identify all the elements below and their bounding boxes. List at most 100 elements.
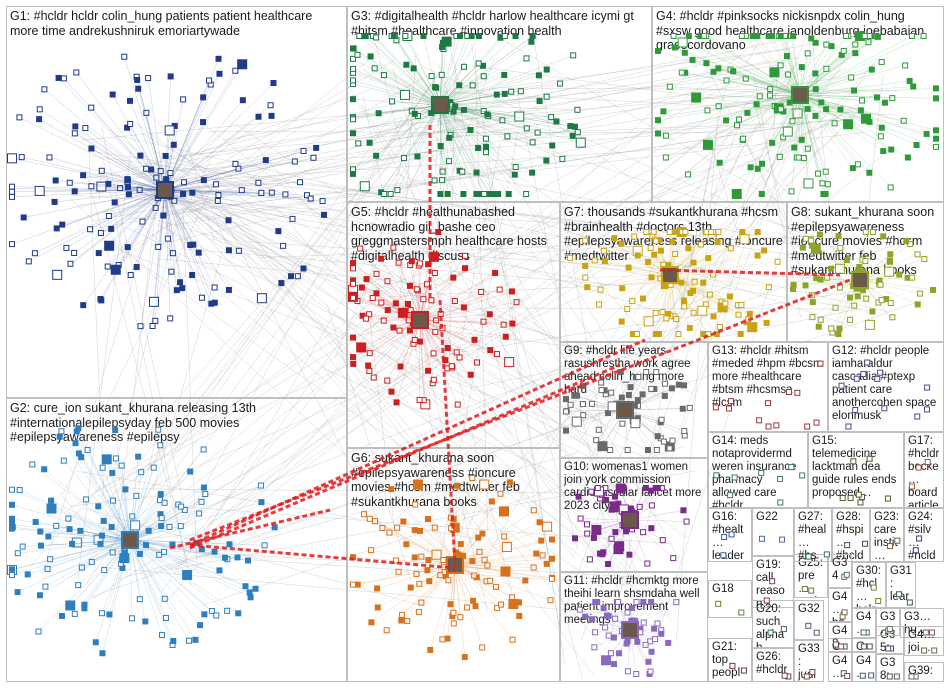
edge (365, 35, 441, 106)
node (639, 295, 646, 302)
edge (799, 52, 856, 96)
edge (129, 539, 226, 558)
node (802, 282, 809, 289)
node (715, 600, 722, 607)
node (640, 619, 647, 626)
edge (587, 274, 671, 288)
edge (352, 289, 421, 321)
node (415, 609, 422, 616)
node (878, 124, 885, 131)
node (97, 229, 104, 236)
node (100, 517, 107, 524)
node (731, 474, 738, 481)
edge (733, 71, 801, 96)
node (475, 144, 482, 151)
node (493, 351, 500, 358)
node (643, 369, 650, 375)
group-label-g18: G18 (712, 583, 734, 595)
node (758, 535, 765, 542)
edge (164, 189, 262, 194)
edge (129, 539, 230, 545)
node (9, 572, 15, 579)
node (808, 35, 815, 42)
edge (352, 104, 441, 118)
node (148, 296, 159, 307)
edge (352, 104, 441, 120)
edge (419, 319, 433, 384)
node (87, 226, 94, 233)
edge (757, 94, 801, 169)
node (910, 83, 917, 90)
edge (682, 42, 801, 96)
node (659, 537, 666, 544)
edge (87, 150, 807, 258)
edge (129, 539, 228, 560)
edge (129, 539, 256, 589)
node (914, 251, 921, 258)
node (662, 282, 669, 289)
edge (805, 279, 861, 286)
edge (164, 130, 170, 191)
node (921, 256, 928, 263)
edge (182, 143, 743, 183)
edge (407, 128, 792, 320)
node (765, 284, 772, 291)
node (629, 298, 636, 305)
node (549, 142, 556, 149)
node (509, 636, 516, 643)
edge (257, 182, 739, 241)
node (124, 124, 131, 131)
edge (799, 94, 870, 173)
edge (352, 104, 441, 170)
edge (352, 296, 421, 321)
edge (799, 94, 917, 146)
edge (115, 458, 131, 541)
node (232, 160, 239, 167)
edge (83, 189, 166, 306)
edge (76, 72, 166, 191)
node (354, 51, 361, 58)
edge (722, 146, 821, 267)
node (812, 86, 819, 93)
hub-node (156, 181, 174, 199)
node (799, 244, 806, 251)
edge (713, 71, 801, 96)
node (454, 401, 461, 408)
node (803, 178, 814, 189)
node (742, 75, 749, 82)
edge (89, 189, 166, 230)
node (599, 551, 606, 558)
node (655, 117, 661, 124)
node (294, 273, 301, 280)
edge (479, 100, 749, 570)
node (539, 552, 546, 559)
node (109, 497, 116, 504)
edge (648, 163, 810, 664)
node (56, 433, 63, 440)
node (170, 141, 177, 148)
edge (399, 276, 618, 588)
node (397, 363, 404, 370)
node (357, 245, 364, 252)
edge (784, 35, 801, 96)
node (625, 264, 632, 271)
node (388, 388, 395, 395)
edge (114, 281, 402, 494)
edge (130, 189, 166, 276)
edge (164, 189, 174, 254)
node (924, 384, 931, 391)
edge (447, 564, 456, 639)
edge (454, 522, 540, 566)
node (395, 259, 402, 266)
node (425, 367, 432, 374)
edge (236, 160, 576, 559)
edge (799, 94, 823, 184)
edge (583, 141, 747, 474)
node (142, 618, 149, 625)
node (416, 396, 423, 403)
edge (439, 104, 557, 122)
group-label-g42: G4… #r… (832, 655, 848, 680)
edge (669, 86, 801, 96)
edge (439, 104, 516, 168)
node (138, 469, 145, 476)
